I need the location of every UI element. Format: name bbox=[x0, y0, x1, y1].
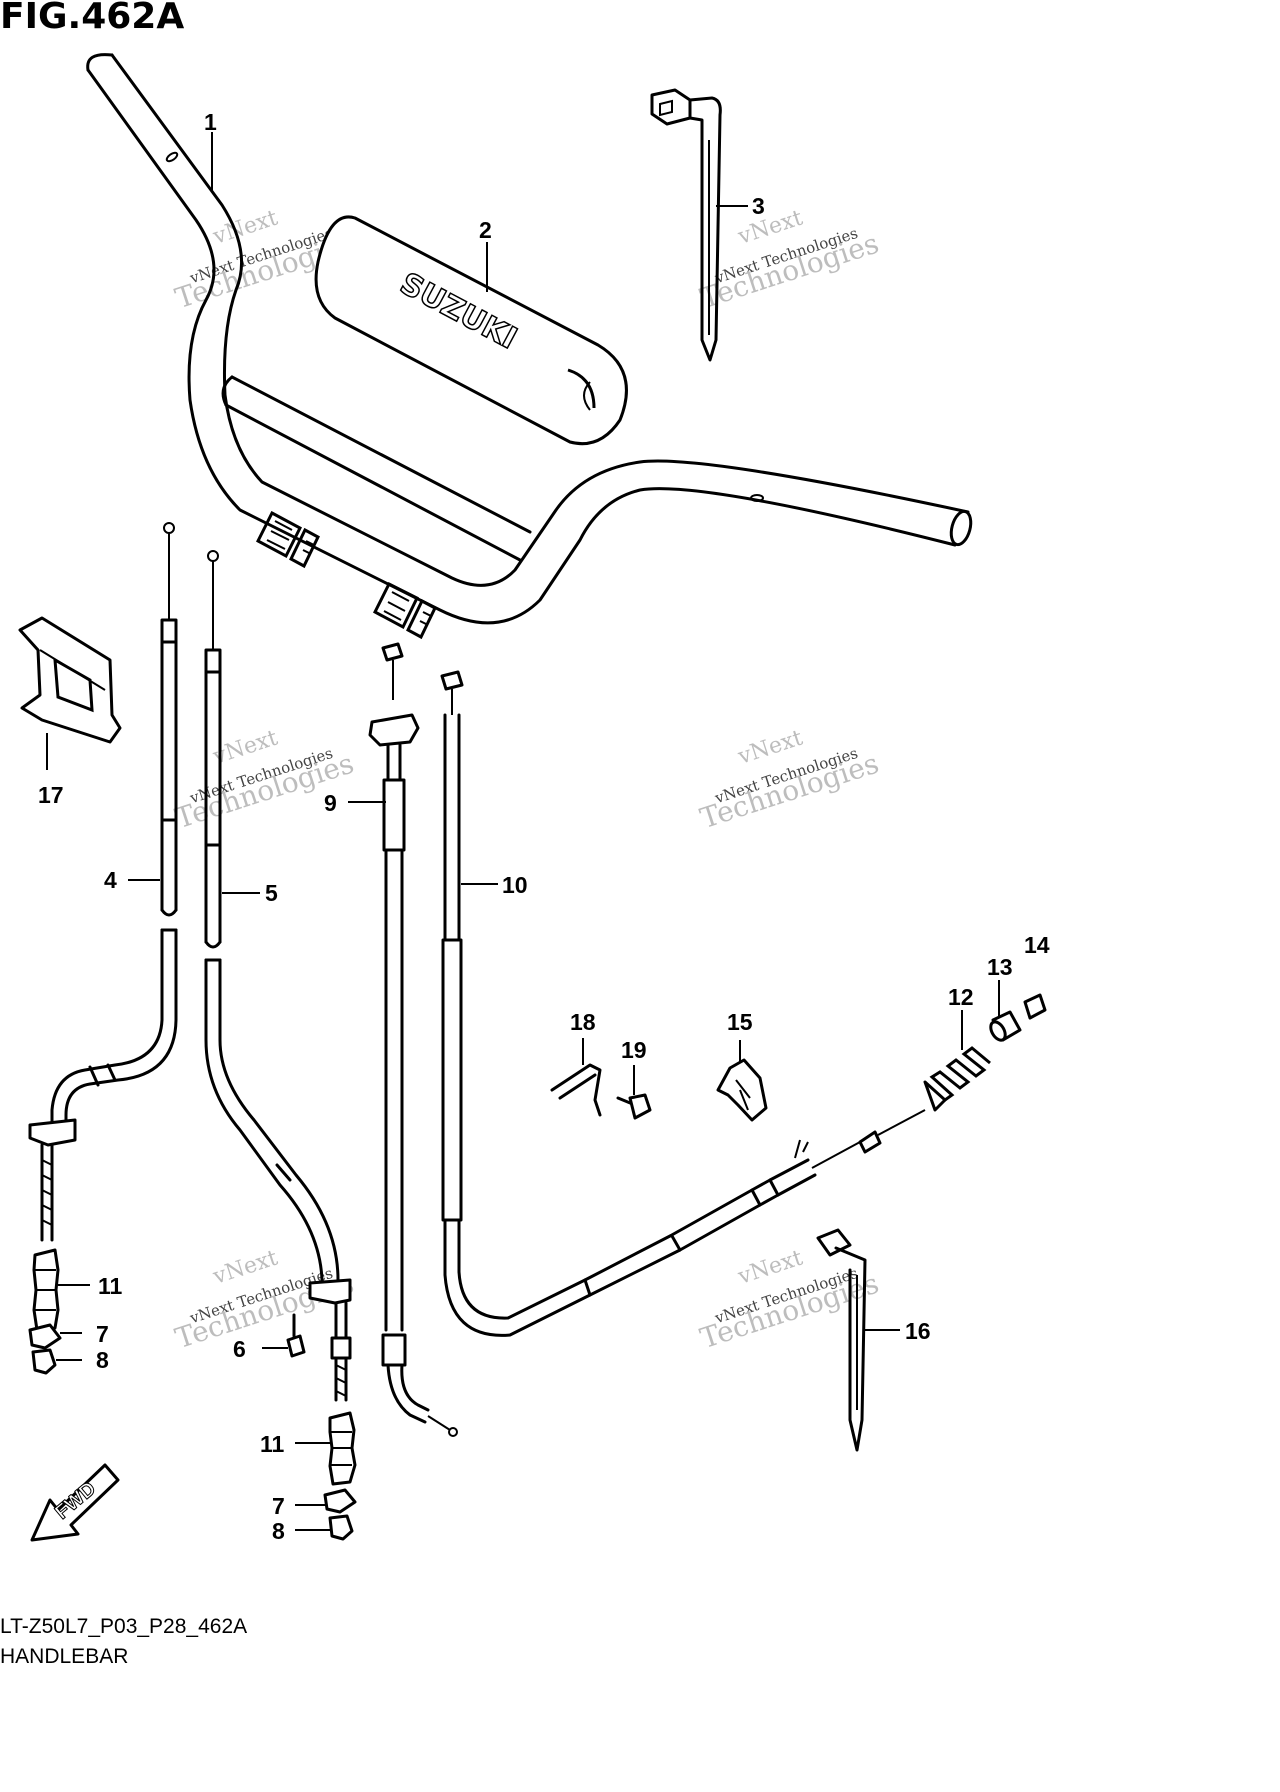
cap-part-7-right bbox=[323, 1488, 357, 1514]
cap-part-7-left bbox=[28, 1323, 62, 1350]
handlebar-part-1 bbox=[86, 53, 973, 640]
callout-4: 4 bbox=[104, 867, 117, 893]
callout-10: 10 bbox=[502, 872, 528, 898]
cable-part-9 bbox=[368, 642, 458, 1437]
cable-part-10 bbox=[440, 670, 926, 1337]
watermark: vNext vNext Technologies Technologies bbox=[696, 725, 882, 835]
callout-19: 19 bbox=[621, 1037, 647, 1063]
knurl-band-left bbox=[256, 510, 320, 569]
callout-8-left: 8 bbox=[96, 1347, 109, 1373]
cable-tie-part-16 bbox=[816, 1228, 867, 1452]
callout-5: 5 bbox=[265, 880, 278, 906]
adjuster-part-13 bbox=[989, 1010, 1022, 1042]
nut-part-8-right bbox=[328, 1514, 354, 1541]
clip-part-18 bbox=[550, 1063, 602, 1117]
callout-1: 1 bbox=[204, 109, 217, 135]
leader-lines bbox=[46, 132, 1000, 1531]
callout-3: 3 bbox=[752, 193, 765, 219]
boot-part-11-left bbox=[32, 1248, 60, 1332]
watermark: vNext vNext Technologies Technologies bbox=[696, 205, 882, 315]
callout-8-right: 8 bbox=[272, 1518, 285, 1544]
watermark: vNext vNext Technologies Technologies bbox=[696, 1245, 882, 1355]
clamp-part-15 bbox=[716, 1058, 768, 1122]
figure-title: FIG.462A bbox=[0, 0, 185, 37]
knurl-band-right bbox=[373, 581, 437, 640]
cable-part-4 bbox=[28, 522, 178, 1242]
bracket-part-17 bbox=[18, 616, 122, 744]
callout-15: 15 bbox=[727, 1009, 753, 1035]
figure-code: LT-Z50L7_P03_P28_462A bbox=[0, 1615, 248, 1638]
callout-9: 9 bbox=[324, 790, 337, 816]
callout-2: 2 bbox=[479, 217, 492, 243]
connector-tie-part-3 bbox=[650, 88, 722, 362]
boot-part-11-right bbox=[328, 1411, 357, 1486]
handlebar-pad-part-2: SUZUKI bbox=[314, 215, 628, 446]
callout-18: 18 bbox=[570, 1009, 596, 1035]
figure-caption: HANDLEBAR bbox=[0, 1645, 129, 1668]
nut-part-8-left bbox=[31, 1348, 57, 1375]
fwd-arrow-icon: FWD bbox=[30, 1463, 120, 1542]
callout-12: 12 bbox=[948, 984, 974, 1010]
nut-part-14 bbox=[1023, 993, 1047, 1020]
callout-16: 16 bbox=[905, 1318, 931, 1344]
callout-13: 13 bbox=[987, 954, 1013, 980]
callout-14: 14 bbox=[1024, 932, 1050, 958]
callout-17: 17 bbox=[38, 782, 64, 808]
spring-part-12 bbox=[923, 1046, 991, 1112]
callout-11-right: 11 bbox=[260, 1431, 285, 1457]
cable-part-5 bbox=[204, 550, 352, 1402]
callout-11-left: 11 bbox=[98, 1273, 123, 1299]
callout-6: 6 bbox=[233, 1336, 246, 1362]
bolt-part-19 bbox=[616, 1093, 652, 1120]
bolt-part-6 bbox=[286, 1313, 306, 1358]
callout-7-right: 7 bbox=[272, 1493, 285, 1519]
callout-7-left: 7 bbox=[96, 1321, 109, 1347]
